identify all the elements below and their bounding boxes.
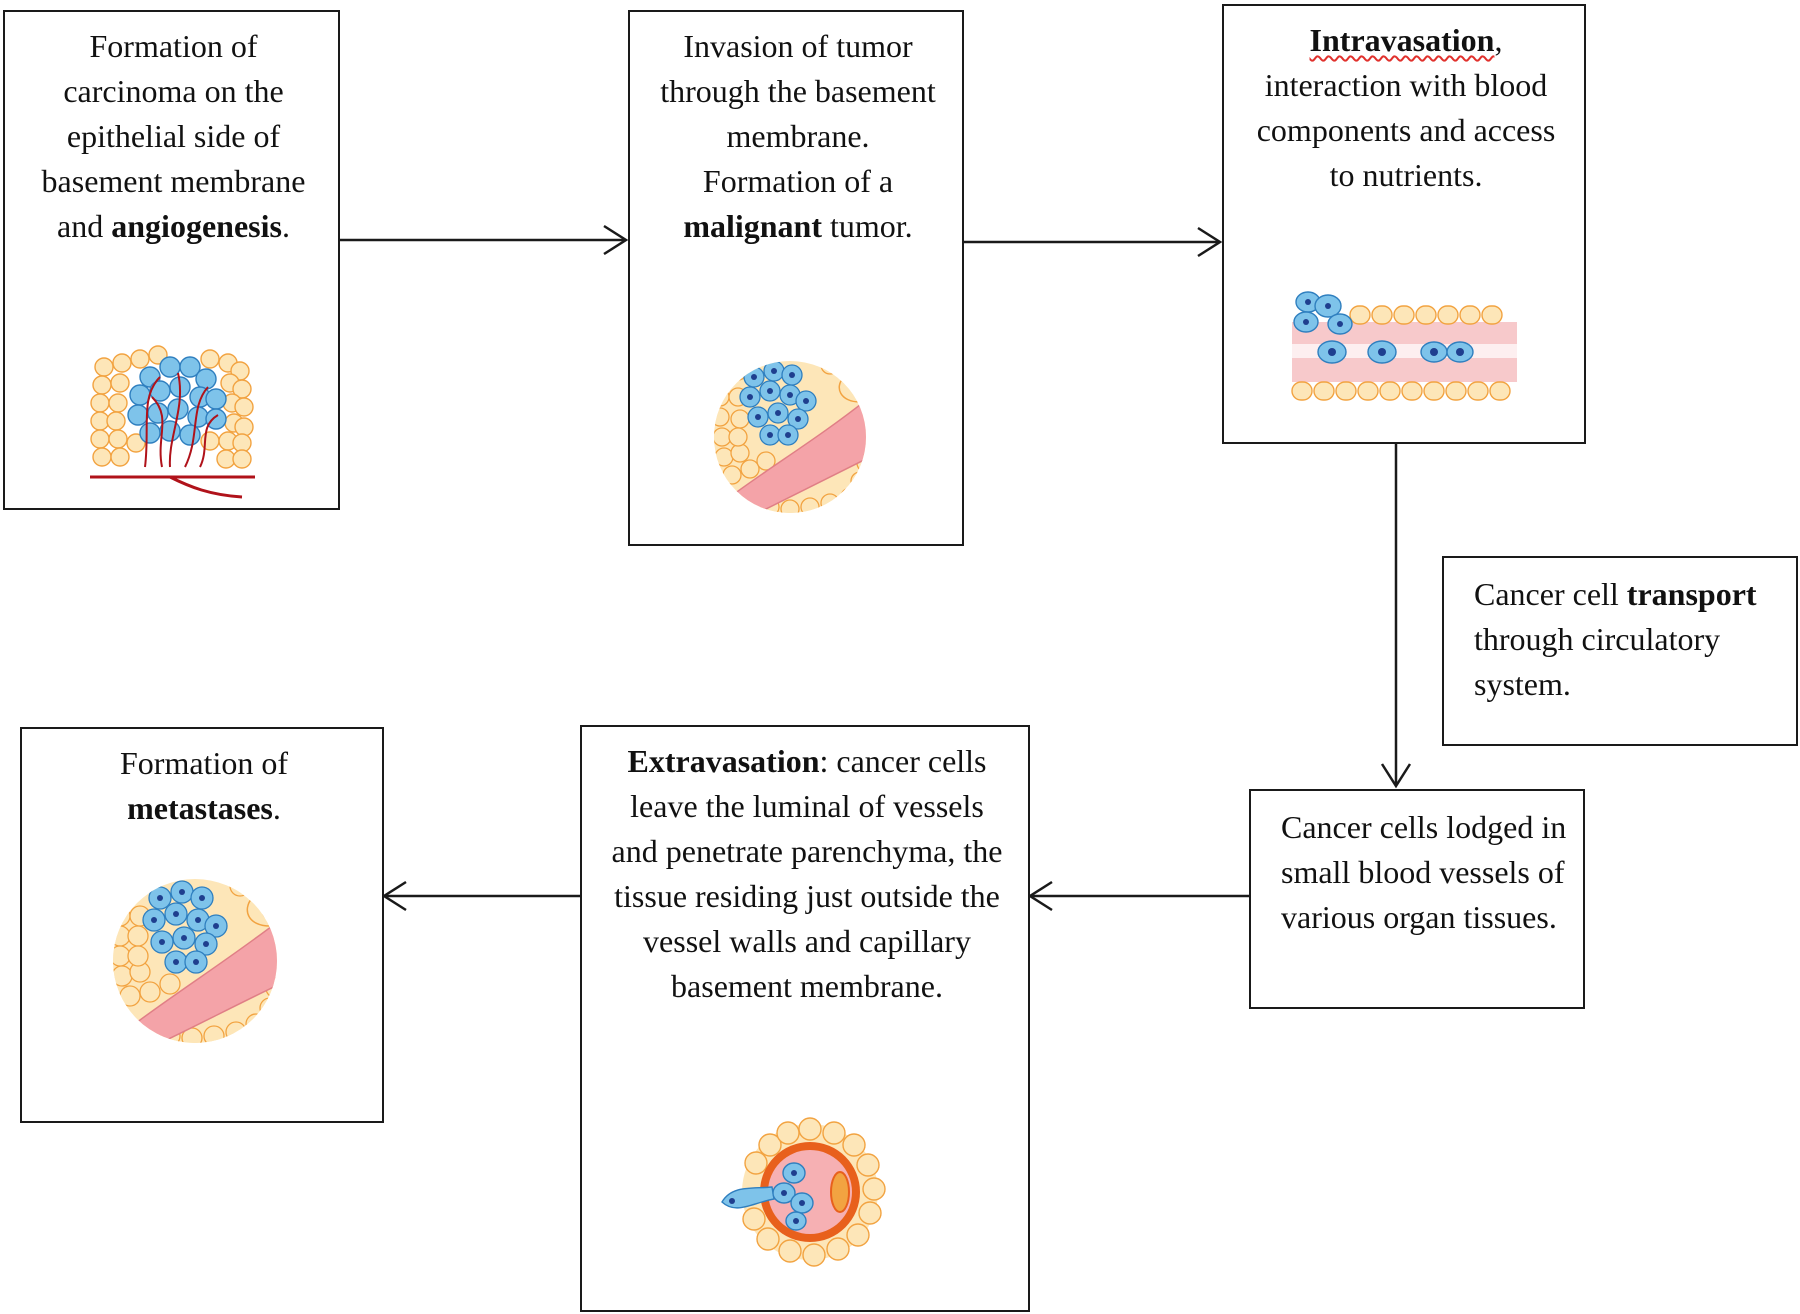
step-lodged-box: Cancer cells lodged in small blood vesse…: [1249, 789, 1585, 1009]
step-transport-box: Cancer cell transport through circulator…: [1442, 556, 1798, 746]
step-formation-box: Formation of carcinoma on the epithelial…: [3, 10, 340, 510]
tumor-angiogenesis-icon: [90, 345, 255, 499]
vessel-cross-section-icon: [721, 1117, 886, 1267]
step-transport-text: Cancer cell transport through circulator…: [1474, 576, 1757, 702]
step-metastases-box: Formation of metastases.: [20, 727, 384, 1123]
metastasis-icon: [113, 879, 277, 1043]
step-intravasation-box: Intravasation, interaction with blood co…: [1222, 4, 1586, 444]
step-extravasation-text: Extravasation: cancer cells leave the lu…: [611, 743, 1003, 1004]
step-invasion-text: Invasion of tumor through the basement m…: [660, 28, 936, 244]
blood-vessel-cells-icon: [1291, 291, 1517, 401]
step-extravasation-box: Extravasation: cancer cells leave the lu…: [580, 725, 1030, 1312]
step-invasion-box: Invasion of tumor through the basement m…: [628, 10, 964, 546]
step-formation-text: Formation of carcinoma on the epithelial…: [41, 28, 306, 244]
step-metastases-text: Formation of metastases.: [120, 745, 288, 826]
tumor-invasion-icon: [714, 361, 866, 513]
step-lodged-text: Cancer cells lodged in small blood vesse…: [1281, 809, 1567, 935]
step-intravasation-text: Intravasation, interaction with blood co…: [1256, 22, 1556, 193]
